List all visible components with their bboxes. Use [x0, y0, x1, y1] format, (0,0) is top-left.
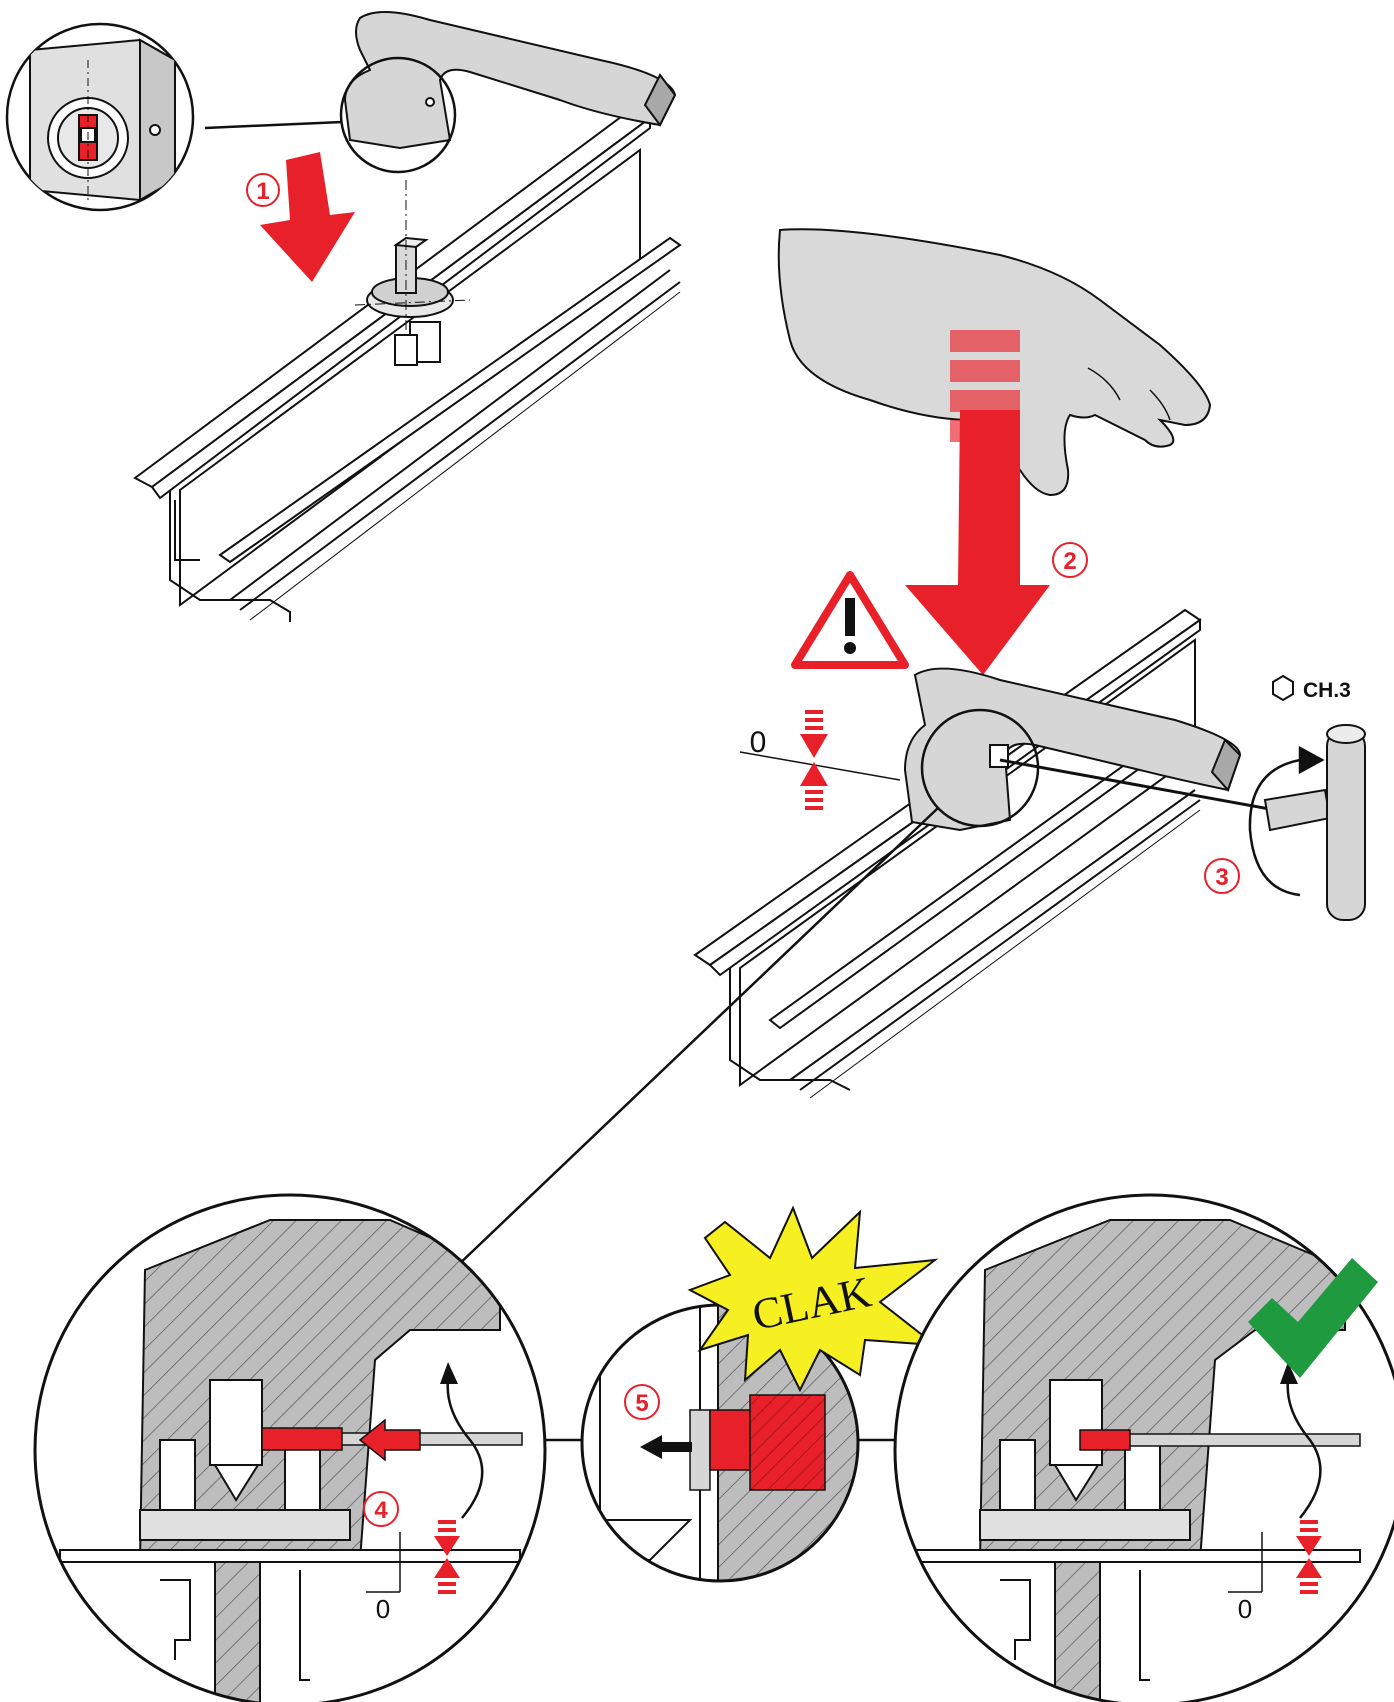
zoom-spindle-detail	[5, 22, 195, 212]
detail-ring-top	[339, 56, 457, 174]
step2-badge	[1052, 542, 1088, 578]
clak-burst: CLAK	[687, 1205, 939, 1393]
step5-badge	[624, 1384, 660, 1420]
handle-top	[343, 10, 677, 150]
tool-spec: CH.3	[1272, 674, 1351, 702]
rotation-arrow-icon	[1248, 745, 1325, 897]
checkmark-icon	[1248, 1258, 1378, 1378]
allen-key	[999, 724, 1366, 921]
zoom-result: 0	[893, 1193, 1394, 1702]
gap-label-left: 0	[376, 1594, 390, 1624]
rotation-arrow-4	[446, 1379, 484, 1519]
gap-indicator-top: 0	[739, 710, 901, 810]
step1-badge	[246, 173, 280, 207]
step4-number: 4	[374, 1497, 388, 1524]
step3-badge	[1204, 858, 1240, 894]
zoom-step4: 4 0	[33, 1193, 547, 1702]
step2-arrow: 2	[905, 410, 1088, 675]
step3-number: 3	[1215, 864, 1228, 891]
hex-key-icon	[1272, 674, 1294, 702]
gap-label-top: 0	[750, 726, 767, 759]
spindle	[354, 180, 471, 330]
rotation-arrow-result	[1286, 1379, 1322, 1519]
warning-triangle-icon	[791, 571, 909, 669]
step5-number: 5	[635, 1390, 648, 1417]
step2-number: 2	[1063, 548, 1076, 575]
step4-badge	[363, 1491, 399, 1527]
profile-top	[133, 106, 682, 622]
step1-arrow: 1	[246, 152, 355, 282]
gap-label-right: 0	[1238, 1594, 1252, 1624]
step1-number: 1	[256, 178, 269, 205]
step3: 3	[1204, 858, 1240, 894]
tool-label: CH.3	[1303, 679, 1351, 702]
